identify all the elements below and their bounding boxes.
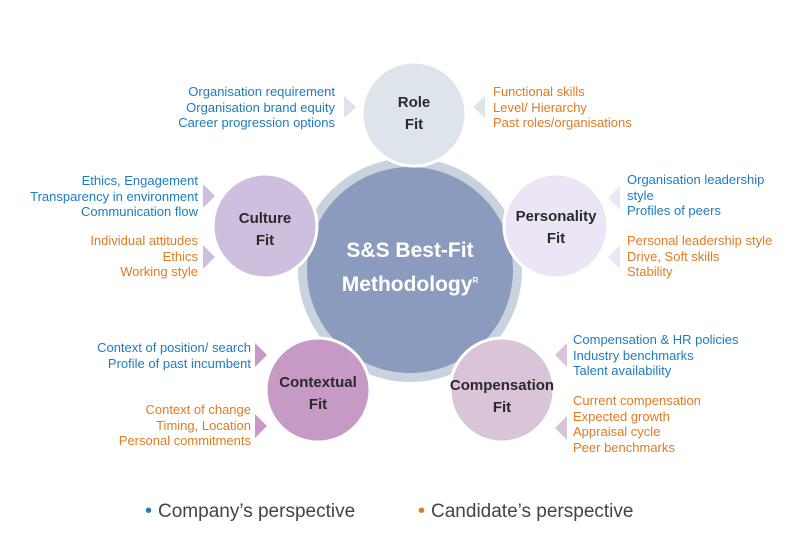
contextual-company-arrow	[255, 343, 267, 367]
center-title-line1: S&S Best-Fit	[346, 239, 474, 262]
compensation-candidate-arrow	[555, 416, 567, 440]
culture-fit-label: Culture Fit	[238, 210, 292, 249]
personality-company-points: Organisation leadership style Profiles o…	[627, 172, 765, 218]
culture-company-points: Ethics, Engagement Transparency in envir…	[30, 173, 198, 219]
compensation-company-points: Compensation & HR policies Industry benc…	[573, 332, 739, 378]
center-title: S&S Best-Fit MethodologyR	[300, 236, 520, 300]
compensation-fit-label: Compensation Fit	[449, 377, 555, 416]
role-candidate-points: Functional skills Level/ Hierarchy Past …	[493, 84, 632, 130]
contextual-fit-circle	[264, 336, 372, 444]
culture-company-arrow	[203, 184, 215, 208]
personality-candidate-arrow	[608, 245, 620, 269]
role-fit-label: Role Fit	[397, 94, 431, 133]
legend-candidate-label: Candidate’s perspective	[431, 501, 634, 522]
compensation-company-arrow	[555, 343, 567, 367]
contextual-candidate-points: Context of change Timing, Location Perso…	[118, 402, 251, 448]
contextual-fit-label: Contextual Fit	[279, 374, 357, 413]
role-company-points: Organisation requirement Organisation br…	[178, 84, 335, 130]
compensation-fit-circle	[448, 336, 556, 444]
legend-candidate: •Candidate’s perspective	[418, 500, 633, 523]
role-fit-circle	[360, 60, 468, 168]
legend-company: •Company’s perspective	[145, 500, 355, 523]
personality-company-arrow	[608, 186, 620, 210]
personality-fit-label: Personality Fit	[515, 208, 597, 247]
culture-candidate-points: Individual attitudes Ethics Working styl…	[90, 233, 198, 279]
center-title-line2: MethodologyR	[341, 273, 479, 296]
culture-fit-circle	[211, 172, 319, 280]
culture-candidate-arrow	[203, 245, 215, 269]
contextual-candidate-arrow	[255, 414, 267, 438]
compensation-candidate-points: Current compensation Expected growth App…	[573, 393, 701, 455]
registered-mark: R	[472, 276, 479, 285]
legend-company-label: Company’s perspective	[158, 501, 356, 522]
center-circle	[307, 167, 513, 373]
role-company-arrow	[344, 96, 356, 118]
company-bullet-icon: •	[145, 500, 153, 522]
candidate-bullet-icon: •	[418, 500, 426, 522]
personality-fit-circle	[502, 172, 610, 280]
contextual-company-points: Context of position/ search Profile of p…	[97, 340, 251, 371]
role-candidate-arrow	[473, 96, 485, 118]
personality-candidate-points: Personal leadership style Drive, Soft sk…	[627, 233, 773, 279]
